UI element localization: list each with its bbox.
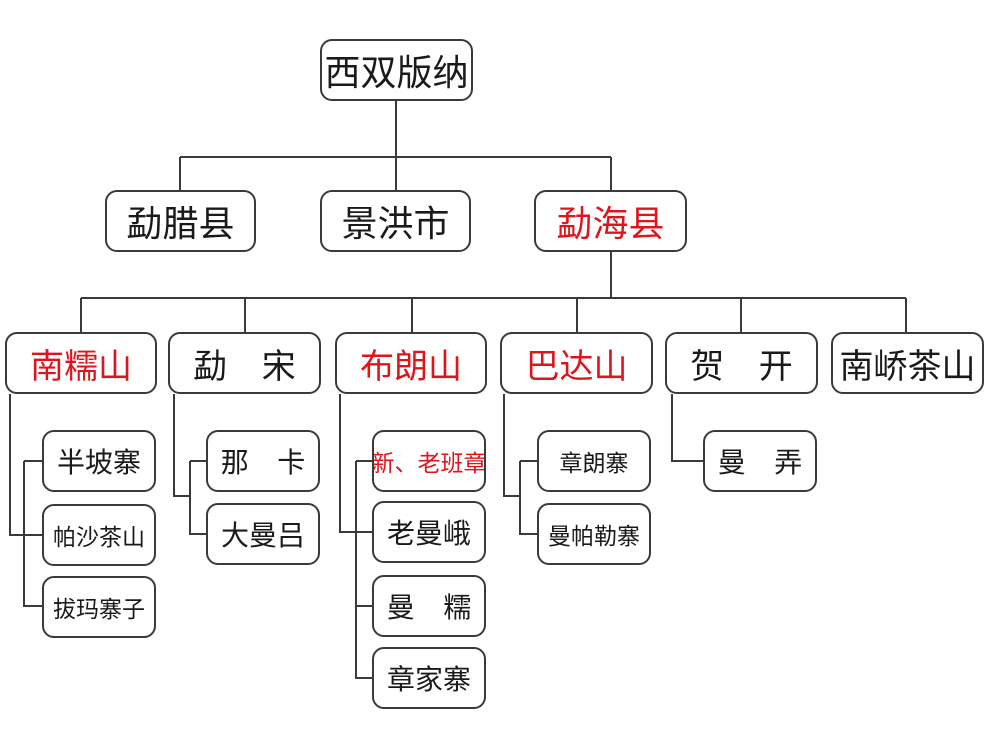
county-node-menghai: 勐海县: [534, 190, 687, 252]
village-node: 章家寨: [372, 647, 486, 709]
connector-line: [671, 394, 703, 462]
mountain-node-mengsong: 勐 宋: [168, 332, 321, 394]
village-node: 曼帕勒寨: [537, 503, 651, 565]
village-node: 新、老班章: [372, 430, 486, 492]
connector-line: [339, 394, 372, 533]
village-node: 曼 弄: [703, 430, 817, 492]
village-node: 拔玛寨子: [42, 576, 156, 638]
village-node: 老曼峨: [372, 501, 486, 563]
connector-line: [503, 394, 520, 497]
village-node: 曼 糯: [372, 575, 486, 637]
mountain-node-bada: 巴达山: [500, 332, 653, 394]
connector-line: [355, 461, 372, 679]
mountain-node-nanqiao: 南峤茶山: [831, 332, 984, 394]
mountain-node-bulang: 布朗山: [335, 332, 487, 394]
connector-line: [519, 461, 537, 535]
village-node: 章朗寨: [537, 430, 651, 492]
village-node: 帕沙茶山: [42, 504, 156, 566]
mountain-node-hekai: 贺 开: [665, 332, 818, 394]
connector-line: [173, 394, 190, 497]
village-node: 大曼吕: [206, 503, 320, 565]
connector-line: [9, 394, 42, 536]
connector-group: [9, 101, 907, 679]
connector-line: [23, 461, 42, 607]
village-node: 半坡寨: [42, 430, 156, 492]
county-node-mengla: 勐腊县: [105, 190, 256, 252]
mountain-node-nannuo: 南糯山: [5, 332, 157, 394]
root-node: 西双版纳: [320, 39, 473, 101]
village-node: 那 卡: [206, 430, 320, 492]
county-node-jinghong: 景洪市: [320, 190, 471, 252]
connector-line: [189, 461, 206, 535]
